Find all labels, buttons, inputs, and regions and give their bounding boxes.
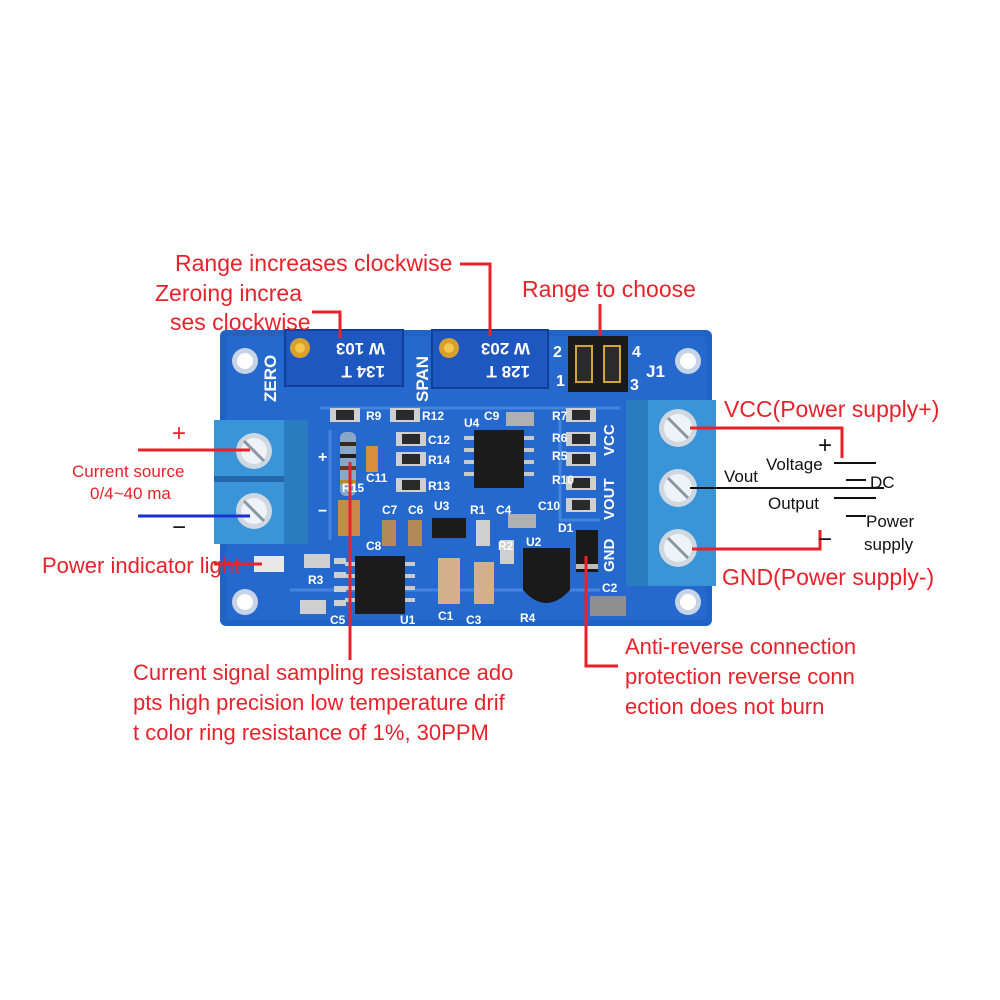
svg-text:R1: R1 [470, 503, 486, 517]
vout-silk: VOUT [601, 478, 618, 520]
zero-potentiometer: W 103 134 T [284, 329, 404, 387]
mounting-hole [675, 348, 701, 374]
anti-reverse-label-line1: Anti-reverse connection [625, 634, 857, 659]
power-label: Power [866, 512, 915, 531]
span-silk: SPAN [413, 356, 432, 402]
svg-text:134 T: 134 T [341, 362, 385, 381]
svg-text:R6: R6 [552, 431, 568, 445]
supply-label: supply [864, 535, 914, 554]
plus-left-label: + [172, 420, 187, 447]
vout-label: Vout [724, 467, 759, 486]
svg-text:C10: C10 [538, 499, 560, 513]
svg-text:R7: R7 [552, 409, 568, 423]
svg-text:R10: R10 [552, 473, 574, 487]
svg-text:R2: R2 [498, 539, 514, 553]
gnd-silk: GND [601, 539, 618, 573]
svg-text:C11: C11 [366, 471, 388, 485]
plus-right-label: + [818, 432, 833, 459]
vcc-label: VCC(Power supply+) [724, 396, 940, 422]
jumper-pin-4: 4 [632, 344, 641, 361]
svg-text:R14: R14 [428, 453, 450, 467]
svg-text:W 203: W 203 [481, 339, 530, 358]
sampling-label-line1: Current signal sampling resistance ado [133, 660, 514, 685]
svg-text:C2: C2 [602, 581, 618, 595]
power-indicator-label: Power indicator light [42, 553, 241, 578]
current-source-label-line2: 0/4~40 ma [90, 484, 171, 503]
sampling-resistor [340, 432, 356, 496]
pcb-minus-silk: − [318, 503, 327, 520]
zeroing-label-line2: ses clockwise [170, 309, 311, 335]
svg-text:R9: R9 [366, 409, 382, 423]
u3-chip [432, 518, 466, 538]
svg-text:128 T: 128 T [486, 362, 530, 381]
range-choose-label: Range to choose [522, 276, 696, 302]
pcb-reference-labels: R9 R12 C9 U4 C12 R14 R13 R15 C11 R7 R6 R… [308, 409, 618, 627]
dc-supply-symbol [834, 462, 876, 517]
svg-text:C4: C4 [496, 503, 512, 517]
anti-reverse-label-line2: protection reverse conn [625, 664, 855, 689]
voltage-label: Voltage [766, 455, 823, 474]
input-terminal-block [214, 420, 308, 544]
u4-chip [464, 430, 534, 488]
svg-text:U3: U3 [434, 499, 450, 513]
svg-text:U1: U1 [400, 613, 416, 627]
svg-text:C9: C9 [484, 409, 500, 423]
svg-text:D1: D1 [558, 521, 574, 535]
pcb-plus-silk: + [318, 449, 327, 466]
vcc-silk: VCC [601, 424, 618, 456]
svg-text:U4: U4 [464, 416, 480, 430]
svg-text:R3: R3 [308, 573, 324, 587]
svg-text:C1: C1 [438, 609, 454, 623]
svg-text:C8: C8 [366, 539, 382, 553]
minus-right-label: − [818, 526, 833, 553]
annotation-leaders [138, 262, 844, 668]
svg-text:R5: R5 [552, 449, 568, 463]
range-jumper [568, 336, 628, 392]
anti-reverse-label-line3: ection does not burn [625, 694, 825, 719]
u2-regulator [523, 548, 570, 603]
svg-text:W 103: W 103 [336, 339, 385, 358]
current-source-label-line1: Current source [72, 462, 185, 481]
d1-diode [576, 530, 598, 572]
svg-text:R12: R12 [422, 409, 444, 423]
minus-left-label: − [172, 514, 187, 541]
svg-text:C7: C7 [382, 503, 398, 517]
svg-text:C3: C3 [466, 613, 482, 627]
u1-chip [345, 556, 415, 614]
svg-text:R4: R4 [520, 611, 536, 625]
mounting-hole [675, 589, 701, 615]
zeroing-label-line1: Zeroing increa [155, 280, 303, 306]
mounting-hole [232, 348, 258, 374]
jumper-pin-1: 1 [556, 373, 565, 390]
svg-text:R13: R13 [428, 479, 450, 493]
sampling-label-line3: t color ring resistance of 1%, 30PPM [133, 720, 489, 745]
svg-text:R15: R15 [342, 481, 364, 495]
j1-silk: J1 [646, 362, 665, 381]
svg-text:C5: C5 [330, 613, 346, 627]
zero-silk: ZERO [261, 355, 280, 402]
range-clockwise-label: Range increases clockwise [175, 250, 453, 276]
sampling-label-line2: pts high precision low temperature drif [133, 690, 505, 715]
svg-text:U2: U2 [526, 535, 542, 549]
svg-text:C12: C12 [428, 433, 450, 447]
output-label: Output [768, 494, 820, 513]
mounting-hole [232, 589, 258, 615]
span-potentiometer: W 203 128 T [431, 329, 549, 389]
dc-label: DC [870, 473, 895, 492]
jumper-pin-3: 3 [630, 377, 639, 394]
jumper-pin-2: 2 [553, 344, 562, 361]
gnd-label: GND(Power supply-) [722, 564, 935, 590]
output-terminal-block [626, 400, 716, 586]
svg-text:C6: C6 [408, 503, 424, 517]
